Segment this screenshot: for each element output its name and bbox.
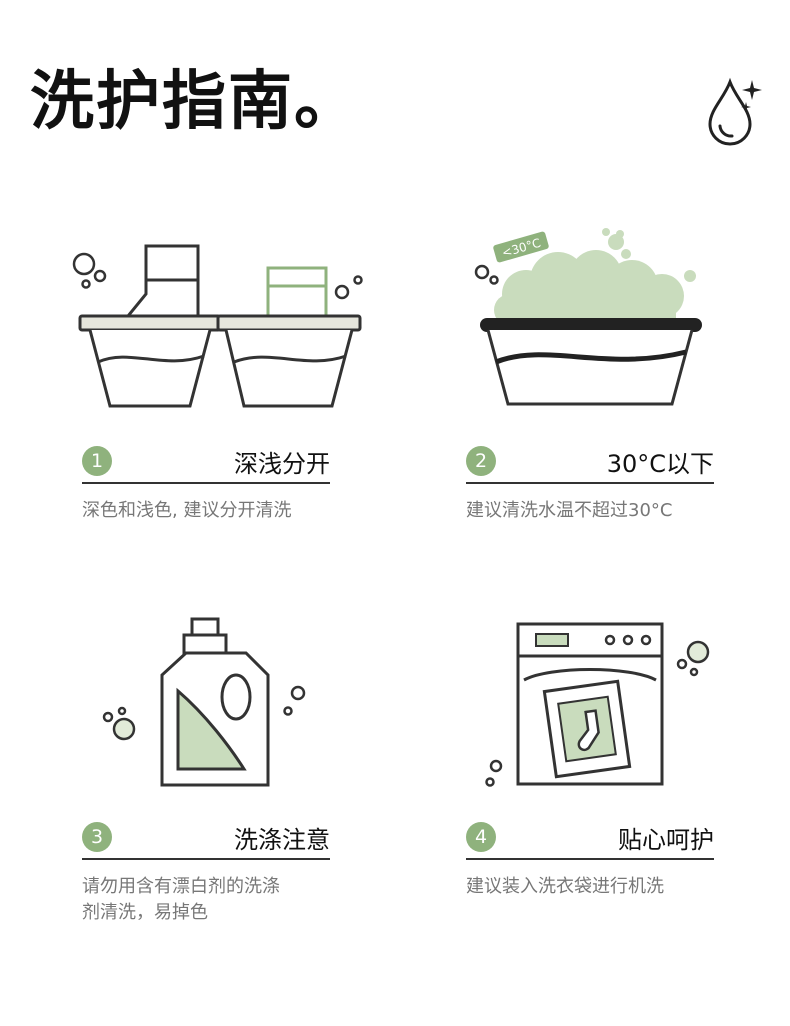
step-title: 洗涤注意 xyxy=(234,826,330,854)
washing-machine-bag-icon xyxy=(485,622,710,787)
step-header: 3 洗涤注意 xyxy=(82,818,330,860)
step-number-badge: 3 xyxy=(82,822,112,852)
step-description: 深色和浅色, 建议分开清洗 xyxy=(82,500,292,521)
step-description: 请勿用含有漂白剂的洗涤 剂清洗，易掉色 xyxy=(82,874,330,926)
step-3: 3 洗涤注意 请勿用含有漂白剂的洗涤 剂清洗，易掉色 xyxy=(82,818,330,926)
detergent-bottle-icon xyxy=(102,617,306,787)
step-header: 1 深浅分开 xyxy=(82,442,330,484)
basin-foam-icon: <30°C xyxy=(474,228,702,406)
step-title: 贴心呵护 xyxy=(618,826,714,854)
step-number-badge: 1 xyxy=(82,446,112,476)
step-description: 建议装入洗衣袋进行机洗 xyxy=(466,876,664,897)
step-description-line: 剂清洗，易掉色 xyxy=(82,902,208,923)
step-number-badge: 4 xyxy=(466,822,496,852)
step-4: 4 贴心呵护 建议装入洗衣袋进行机洗 xyxy=(466,818,714,900)
step-title: 30°C以下 xyxy=(606,450,714,478)
step-description: 建议清洗水温不超过30°C xyxy=(466,500,673,521)
step-header: 2 30°C以下 xyxy=(466,442,714,484)
step-title: 深浅分开 xyxy=(234,450,330,478)
page-title: 洗护指南。 xyxy=(30,65,360,139)
water-drop-sparkle-icon xyxy=(708,77,762,146)
step-2: 2 30°C以下 建议清洗水温不超过30°C xyxy=(466,442,714,524)
two-basins-clothes-icon xyxy=(72,244,363,408)
step-description-line: 请勿用含有漂白剂的洗涤 xyxy=(82,876,280,897)
step-number-badge: 2 xyxy=(466,446,496,476)
step-header: 4 贴心呵护 xyxy=(466,818,714,860)
step-1: 1 深浅分开 深色和浅色, 建议分开清洗 xyxy=(82,442,330,524)
